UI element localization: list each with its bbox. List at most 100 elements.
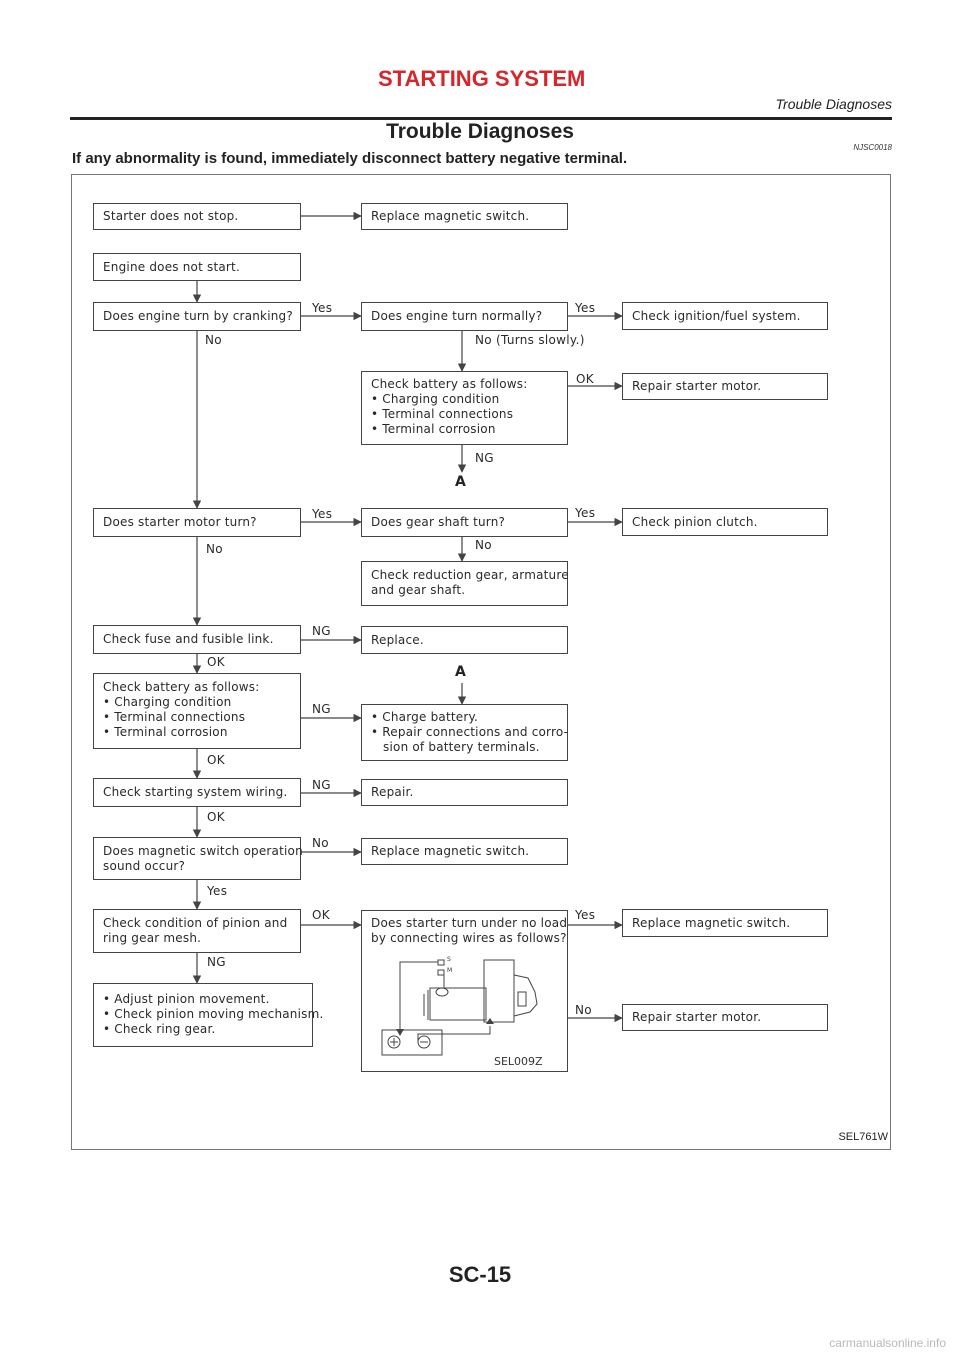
box-engine-does-not-start: Engine does not start. bbox=[93, 253, 301, 281]
label-ng: NG bbox=[475, 451, 494, 465]
label-no: No bbox=[205, 333, 222, 347]
box-text-line: Starter does not stop. bbox=[103, 209, 239, 223]
box-check-ignition-fuel: Check ignition/fuel system. bbox=[622, 302, 828, 330]
box-check-pinion-clutch: Check pinion clutch. bbox=[622, 508, 828, 536]
label-yes: Yes bbox=[575, 301, 596, 315]
label-ok: OK bbox=[576, 372, 594, 386]
label-ng: NG bbox=[312, 778, 331, 792]
box-text-line: Repair starter motor. bbox=[632, 379, 762, 393]
box-text-line: sion of battery terminals. bbox=[371, 740, 540, 754]
label-ng: NG bbox=[207, 955, 226, 969]
page-title: Trouble Diagnoses bbox=[386, 120, 574, 143]
box-text-line: Does gear shaft turn? bbox=[371, 515, 506, 529]
label-ok: OK bbox=[207, 753, 225, 767]
box-text-line: Does engine turn by cranking? bbox=[103, 309, 293, 323]
box-text-line: • Terminal corrosion bbox=[103, 725, 228, 739]
subsection-title: Trouble Diagnoses bbox=[775, 96, 892, 112]
box-text-line: Check pinion clutch. bbox=[632, 514, 758, 529]
watermark: carmanualsonline.info bbox=[829, 1336, 946, 1350]
box-text-line: Replace magnetic switch. bbox=[371, 209, 530, 223]
label-no: No bbox=[206, 542, 223, 556]
label-ok: OK bbox=[207, 810, 225, 824]
label-ng: NG bbox=[312, 624, 331, 638]
box-check-starting-wiring: Check starting system wiring. bbox=[93, 778, 301, 807]
box-text-line: Repair. bbox=[371, 785, 414, 799]
box-text-line: • Repair connections and corro- bbox=[371, 725, 569, 739]
box-repair-starter-motor-2: Repair starter motor. bbox=[622, 1004, 828, 1031]
box-text-line: • Adjust pinion movement. bbox=[103, 992, 270, 1006]
box-replace: Replace. bbox=[361, 626, 568, 654]
box-text-line: Check fuse and fusible link. bbox=[103, 632, 274, 646]
label-no: No bbox=[475, 538, 492, 552]
sub-figure-code: SEL009Z bbox=[494, 1055, 543, 1068]
starter-wiring-sketch bbox=[381, 959, 538, 1056]
box-replace-magnetic-switch-2: Replace magnetic switch. bbox=[361, 838, 568, 865]
box-text-line: Check battery as follows: bbox=[103, 680, 260, 694]
box-text-line: Replace. bbox=[371, 632, 424, 647]
box-text-line: and gear shaft. bbox=[371, 583, 466, 597]
box-text-line: Check reduction gear, armature bbox=[371, 568, 569, 582]
header-rule bbox=[70, 117, 892, 120]
terminal-s-label: S bbox=[447, 956, 451, 963]
label-yes: Yes bbox=[312, 301, 333, 315]
box-text-line: • Check ring gear. bbox=[103, 1022, 216, 1036]
box-check-battery-1: Check battery as follows:• Charging cond… bbox=[361, 371, 568, 445]
box-text-line: Check ignition/fuel system. bbox=[632, 308, 801, 323]
box-check-fuse: Check fuse and fusible link. bbox=[93, 625, 301, 654]
label-ok: OK bbox=[207, 655, 225, 669]
box-text-line: • Terminal connections bbox=[103, 710, 246, 724]
box-text-line: ring gear mesh. bbox=[103, 931, 202, 945]
box-starter-motor-turn: Does starter motor turn? bbox=[93, 508, 301, 537]
label-yes: Yes bbox=[575, 908, 596, 922]
page-number: SC-15 bbox=[448, 1262, 512, 1287]
label-no: No bbox=[312, 836, 329, 850]
box-text-line: Check battery as follows: bbox=[371, 377, 528, 391]
box-text-line: • Terminal corrosion bbox=[371, 422, 496, 436]
terminal-m-label: M bbox=[447, 967, 453, 974]
connector-marker-a: A bbox=[455, 474, 466, 490]
box-text-line: • Charging condition bbox=[371, 392, 500, 406]
box-gear-shaft-turn: Does gear shaft turn? bbox=[361, 508, 568, 537]
box-text-line: Replace magnetic switch. bbox=[371, 844, 530, 858]
box-text-line: • Check pinion moving mechanism. bbox=[103, 1007, 324, 1021]
label-ng: NG bbox=[312, 702, 331, 716]
box-repair-starter-motor-1: Repair starter motor. bbox=[622, 373, 828, 400]
box-text-line: Replace magnetic switch. bbox=[632, 915, 791, 930]
label-yes: Yes bbox=[312, 507, 333, 521]
box-text-line: • Terminal connections bbox=[371, 407, 514, 421]
box-text-line: Does starter turn under no load bbox=[371, 916, 568, 930]
box-adjust-pinion: • Adjust pinion movement.• Check pinion … bbox=[93, 983, 324, 1047]
box-text-line: sound occur? bbox=[103, 859, 186, 873]
label-ok: OK bbox=[312, 908, 330, 922]
label-yes: Yes bbox=[575, 506, 596, 520]
section-code: NJSC0018 bbox=[853, 143, 892, 152]
section-title: STARTING SYSTEM bbox=[378, 66, 586, 91]
box-engine-turn-normally: Does engine turn normally? bbox=[361, 302, 568, 331]
box-engine-turn-by-cranking: Does engine turn by cranking? bbox=[93, 302, 301, 331]
box-check-battery-2: Check battery as follows:• Charging cond… bbox=[93, 673, 301, 749]
box-text-line: Does magnetic switch operation bbox=[103, 844, 303, 858]
label-yes: Yes bbox=[207, 884, 228, 898]
box-starter-does-not-stop: Starter does not stop. bbox=[93, 203, 301, 230]
box-text-line: Does engine turn normally? bbox=[371, 309, 543, 323]
box-repair: Repair. bbox=[361, 779, 568, 806]
box-text-line: Engine does not start. bbox=[103, 259, 240, 274]
label-no-turns-slowly: No (Turns slowly.) bbox=[475, 333, 585, 347]
figure-frame bbox=[71, 174, 891, 1150]
box-text-line: • Charge battery. bbox=[371, 710, 479, 724]
box-text-line: Check condition of pinion and bbox=[103, 916, 288, 930]
figure-code: SEL761W bbox=[838, 1131, 888, 1143]
label-no: No bbox=[575, 1003, 592, 1017]
box-replace-magnetic-switch: Replace magnetic switch. bbox=[361, 203, 568, 230]
connector-marker-a: A bbox=[455, 664, 466, 680]
box-text-line: Repair starter motor. bbox=[632, 1010, 762, 1024]
box-text-line: Does starter motor turn? bbox=[103, 515, 257, 529]
box-text-line: • Charging condition bbox=[103, 695, 232, 709]
box-replace-magnetic-switch-3: Replace magnetic switch. bbox=[622, 909, 828, 937]
box-text-line: by connecting wires as follows? bbox=[371, 931, 567, 945]
